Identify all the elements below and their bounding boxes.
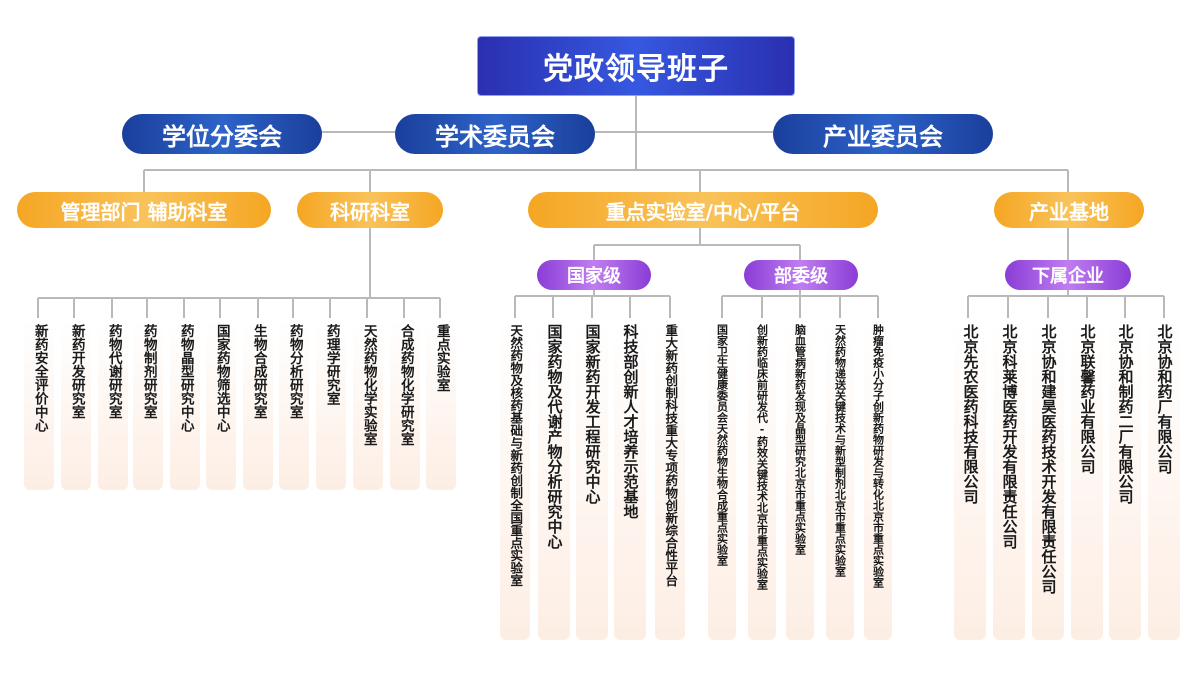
ministerial-lab-card[interactable]: 天然药物递送关键技术与新型制剂北京市重点实验室 <box>826 320 854 640</box>
national-lab-card[interactable]: 科技部创新人才培养示范基地 <box>614 320 646 640</box>
subsidiaries-level-box[interactable]: 下属企业 <box>1005 260 1131 290</box>
ministerial-lab-card[interactable]: 脑血管病新药发现及晶型研究北京市重点实验室 <box>786 320 814 640</box>
research-office-card[interactable]: 新药安全评价中心 <box>24 320 54 490</box>
key-labs-box[interactable]: 重点实验室/中心/平台 <box>528 192 878 228</box>
degree-committee-box[interactable]: 学位分委会 <box>122 114 322 154</box>
research-office-card[interactable]: 合成药物化学研究室 <box>390 320 420 490</box>
research-office-card[interactable]: 国家药物筛选中心 <box>206 320 236 490</box>
research-dept-box[interactable]: 科研科室 <box>297 192 443 228</box>
leadership-team-box[interactable]: 党政领导班子 <box>477 36 795 96</box>
research-office-card[interactable]: 药物代谢研究室 <box>98 320 128 490</box>
company-card[interactable]: 北京协和药厂有限公司 <box>1148 320 1180 640</box>
management-dept-box[interactable]: 管理部门 辅助科室 <box>17 192 271 228</box>
national-lab-card[interactable]: 重大新药创制科技重大专项药物创新综合性平台 <box>655 320 685 640</box>
research-office-card[interactable]: 重点实验室 <box>426 320 456 490</box>
industry-committee-box[interactable]: 产业委员会 <box>773 114 993 154</box>
national-level-box[interactable]: 国家级 <box>537 260 651 290</box>
ministerial-lab-card[interactable]: 创新药临床前研发代-药效关键技术北京市重点实验室 <box>748 320 776 640</box>
national-lab-card[interactable]: 国家药物及代谢产物分析研究中心 <box>538 320 570 640</box>
company-card[interactable]: 北京科莱博医药开发有限责任公司 <box>993 320 1025 640</box>
company-card[interactable]: 北京协和建昊医药技术开发有限责任公司 <box>1032 320 1064 640</box>
company-card[interactable]: 北京协和制药二厂有限公司 <box>1109 320 1141 640</box>
ministerial-level-box[interactable]: 部委级 <box>744 260 858 290</box>
research-office-card[interactable]: 生物合成研究室 <box>243 320 273 490</box>
company-card[interactable]: 北京先农医药科技有限公司 <box>954 320 986 640</box>
research-office-card[interactable]: 新药开发研究室 <box>61 320 91 490</box>
industry-base-box[interactable]: 产业基地 <box>994 192 1144 228</box>
research-office-card[interactable]: 天然药物化学实验室 <box>353 320 383 490</box>
ministerial-lab-card[interactable]: 国家卫生健康委员会天然药物生物合成重点实验室 <box>708 320 736 640</box>
national-lab-card[interactable]: 国家新药开发工程研究中心 <box>576 320 608 640</box>
ministerial-lab-card[interactable]: 肿瘤免疫小分子创新药物研发与转化北京市重点实验室 <box>864 320 892 640</box>
research-office-card[interactable]: 药物晶型研究中心 <box>170 320 200 490</box>
research-office-card[interactable]: 药物制剂研究室 <box>133 320 163 490</box>
academic-committee-box[interactable]: 学术委员会 <box>395 114 595 154</box>
research-office-card[interactable]: 药理学研究室 <box>316 320 346 490</box>
national-lab-card[interactable]: 天然药物及核药基础与新药创制全国重点实验室 <box>500 320 530 640</box>
company-card[interactable]: 北京联馨药业有限公司 <box>1071 320 1103 640</box>
research-office-card[interactable]: 药物分析研究室 <box>279 320 309 490</box>
